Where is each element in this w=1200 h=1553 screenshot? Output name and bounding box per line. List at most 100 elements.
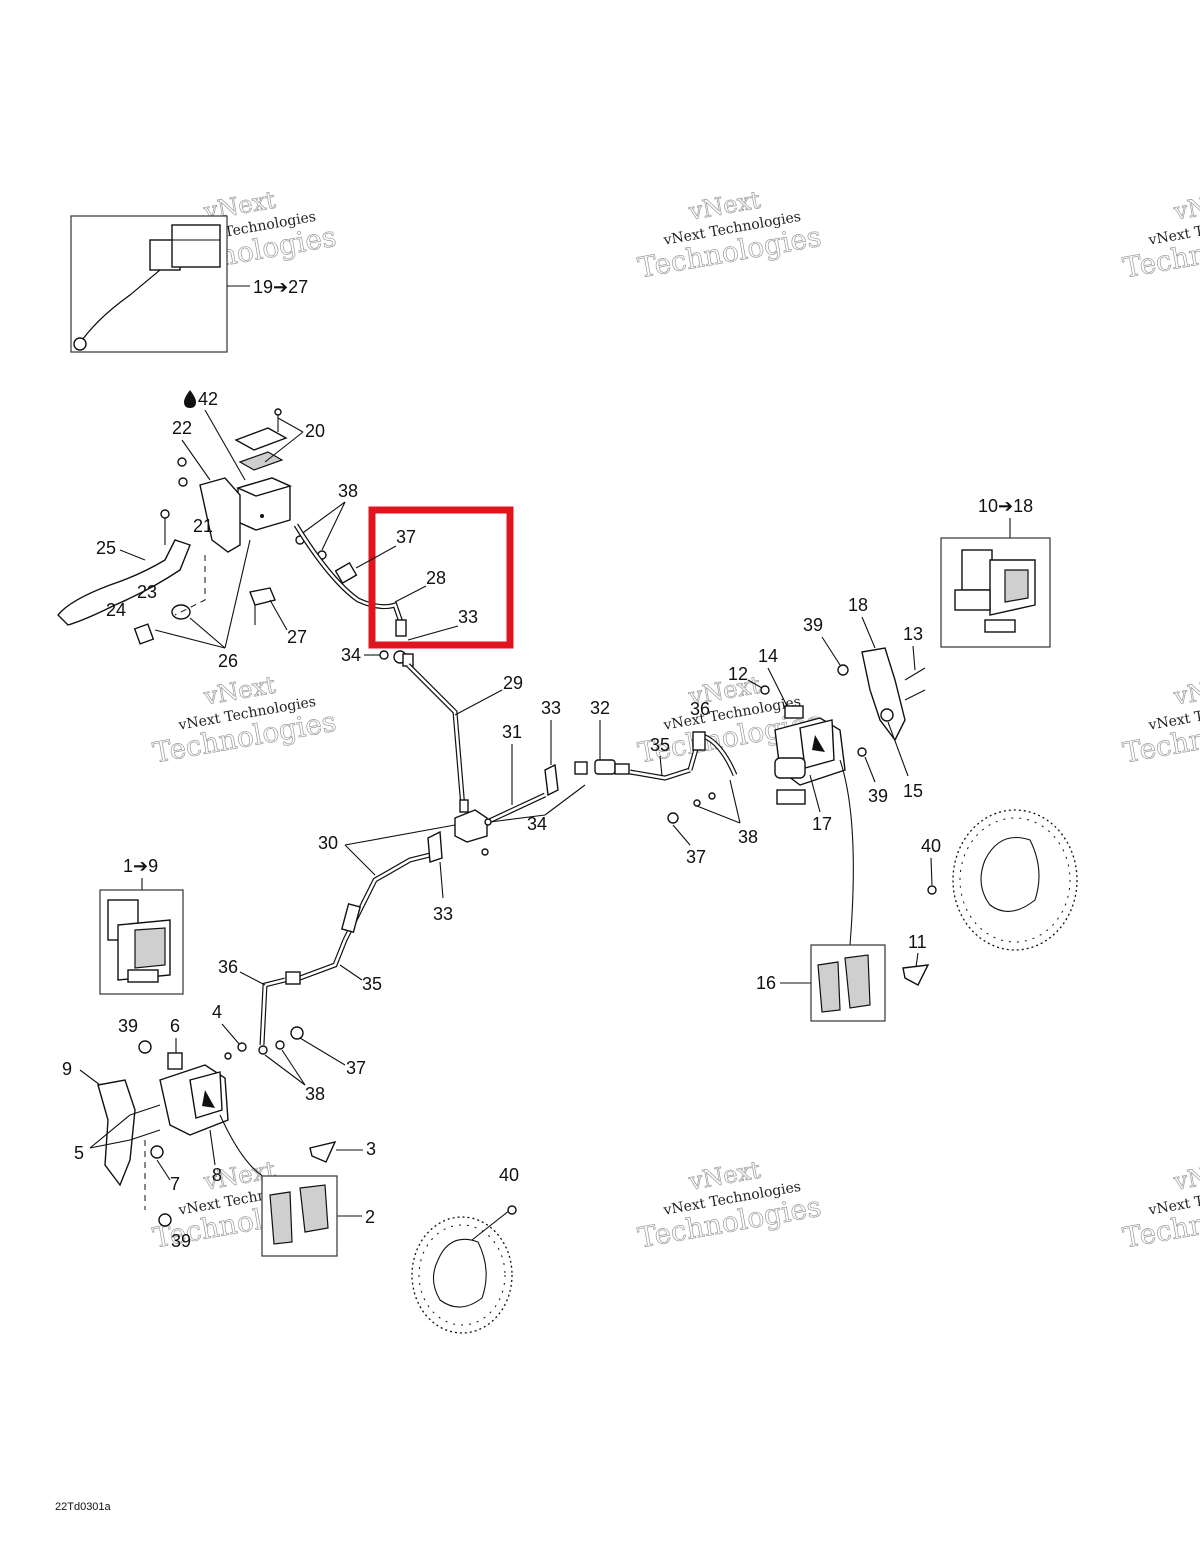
fitting-36-right <box>692 731 706 751</box>
fitting-34a <box>379 650 389 660</box>
callout-33-mid: 33 <box>541 698 561 718</box>
watermark-text-1: vNext <box>1171 1156 1200 1196</box>
callout-38-right: 38 <box>738 827 758 847</box>
callout-37-right: 37 <box>686 847 706 867</box>
spring-3 <box>309 1140 337 1163</box>
brake-disc-left[interactable]: 40 <box>411 1165 519 1334</box>
brake-line-distribution[interactable]: 34 29 31 33 32 34 3 <box>218 645 758 1046</box>
boot-24 <box>133 623 155 645</box>
front-brake-hose[interactable] <box>293 523 407 637</box>
callout-26: 26 <box>218 651 238 671</box>
callout-31: 31 <box>502 722 522 742</box>
brake-switch <box>249 587 276 606</box>
caliper-pin-17 <box>776 789 806 805</box>
callout-33-highlight: 33 <box>458 607 478 627</box>
pad-spring-right[interactable]: 11 <box>902 932 930 986</box>
leader-39b <box>864 756 876 783</box>
callout-38-left: 38 <box>305 1084 325 1104</box>
watermarks: vNext vNext Technologies Technologies vN… <box>150 185 1200 1255</box>
leader-40a <box>930 857 933 886</box>
leader-4 <box>221 1023 241 1046</box>
inset-right-caliper[interactable]: 10➔18 <box>940 496 1051 648</box>
disc-bolt-40-left-head <box>507 1205 517 1215</box>
leader-8 <box>209 1129 216 1166</box>
callout-37-left: 37 <box>346 1058 366 1078</box>
inset-caliper-piston <box>954 589 991 611</box>
brake-disc-right[interactable]: 40 <box>921 809 1078 951</box>
callout-34-top: 34 <box>341 645 361 665</box>
fitting-30 <box>340 903 362 933</box>
leader-29 <box>454 689 503 716</box>
watermark-text-1: vNext <box>1171 671 1200 711</box>
callout-15: 15 <box>903 781 923 801</box>
callout-20: 20 <box>305 421 325 441</box>
inset-master-cylinder[interactable]: 19➔27 <box>70 215 308 353</box>
left-front-caliper-assembly[interactable]: 9 39 6 4 5 7 8 39 37 38 <box>62 1002 366 1251</box>
bolt-13a <box>904 667 926 681</box>
brake-pads-right[interactable]: 16 <box>756 944 886 1022</box>
hose-fitting-33 <box>395 619 407 637</box>
pad-leader-16 <box>839 759 854 946</box>
inset-label-19-27: 19➔27 <box>253 277 308 297</box>
pad-spring-left[interactable]: 3 <box>309 1139 376 1163</box>
leader-34b-a <box>544 784 586 816</box>
leader-38b <box>321 501 346 551</box>
diagram-code: 22Td0301a <box>55 1501 112 1513</box>
master-cylinder-assembly[interactable]: 42 20 22 21 25 23 24 26 <box>57 389 358 671</box>
inset-caliper-pin <box>984 619 1016 633</box>
leader-36b <box>239 971 266 986</box>
bracket-33c <box>427 830 443 863</box>
master-cylinder-port <box>260 514 264 518</box>
banjo-bolt-37-right <box>667 812 679 824</box>
master-cylinder-clamp <box>199 477 241 553</box>
leader-39a <box>821 636 841 666</box>
screw-20a-head <box>274 408 282 416</box>
leader-38b-a <box>696 805 741 824</box>
callout-37-highlight: 37 <box>396 527 416 547</box>
callout-12: 12 <box>728 664 748 684</box>
callout-40-right: 40 <box>921 836 941 856</box>
caliper-piston-17 <box>774 757 806 779</box>
caliper-bracket-9 <box>97 1079 136 1187</box>
pin-14 <box>784 705 804 719</box>
callout-39-left-bottom: 39 <box>171 1231 191 1251</box>
oil-drop-icon <box>184 390 196 408</box>
leader-12 <box>747 679 763 689</box>
right-front-caliper-assembly[interactable]: 18 13 39 17 12 14 39 15 <box>728 595 926 946</box>
leader-35b <box>339 964 363 981</box>
leader-22 <box>181 439 211 481</box>
brake-line-31-inner <box>486 793 546 824</box>
bolt-39-left-top <box>138 1040 152 1054</box>
leader-28 <box>394 585 427 603</box>
highlight-callouts: 37 28 33 <box>355 527 478 641</box>
washer-38-left-b <box>275 1040 285 1050</box>
inset-reservoir <box>171 224 221 268</box>
callout-2: 2 <box>365 1207 375 1227</box>
distribution-block <box>454 809 488 843</box>
callout-5: 5 <box>74 1143 84 1163</box>
callout-25: 25 <box>96 538 116 558</box>
inset-left-caliper[interactable]: 1➔9 <box>99 856 184 995</box>
pad-2b <box>299 1184 329 1233</box>
pad-16b <box>844 954 871 1009</box>
bracket-33b <box>544 763 559 797</box>
highlight-box[interactable] <box>368 506 514 649</box>
callout-13: 13 <box>903 624 923 644</box>
watermark-top-center: vNext vNext Technologies Technologies <box>635 185 824 285</box>
clamp-screw-a <box>177 457 187 467</box>
callout-36-right: 36 <box>690 699 710 719</box>
leader-33a <box>407 625 459 641</box>
brake-line-29-inner <box>407 664 465 809</box>
leader-20b <box>264 431 304 463</box>
watermark-mid-left: vNext vNext Technologies Technologies <box>150 670 339 770</box>
callout-23: 23 <box>137 582 157 602</box>
boot-15 <box>880 708 894 722</box>
leader-5a <box>89 1114 131 1149</box>
brake-pads-left[interactable]: 2 <box>261 1175 375 1257</box>
hose-28-inner <box>294 524 404 626</box>
reservoir-cover <box>234 427 288 451</box>
callout-36-left: 36 <box>218 957 238 977</box>
leader-20a <box>277 417 304 433</box>
washer-38-right-a <box>693 799 701 807</box>
